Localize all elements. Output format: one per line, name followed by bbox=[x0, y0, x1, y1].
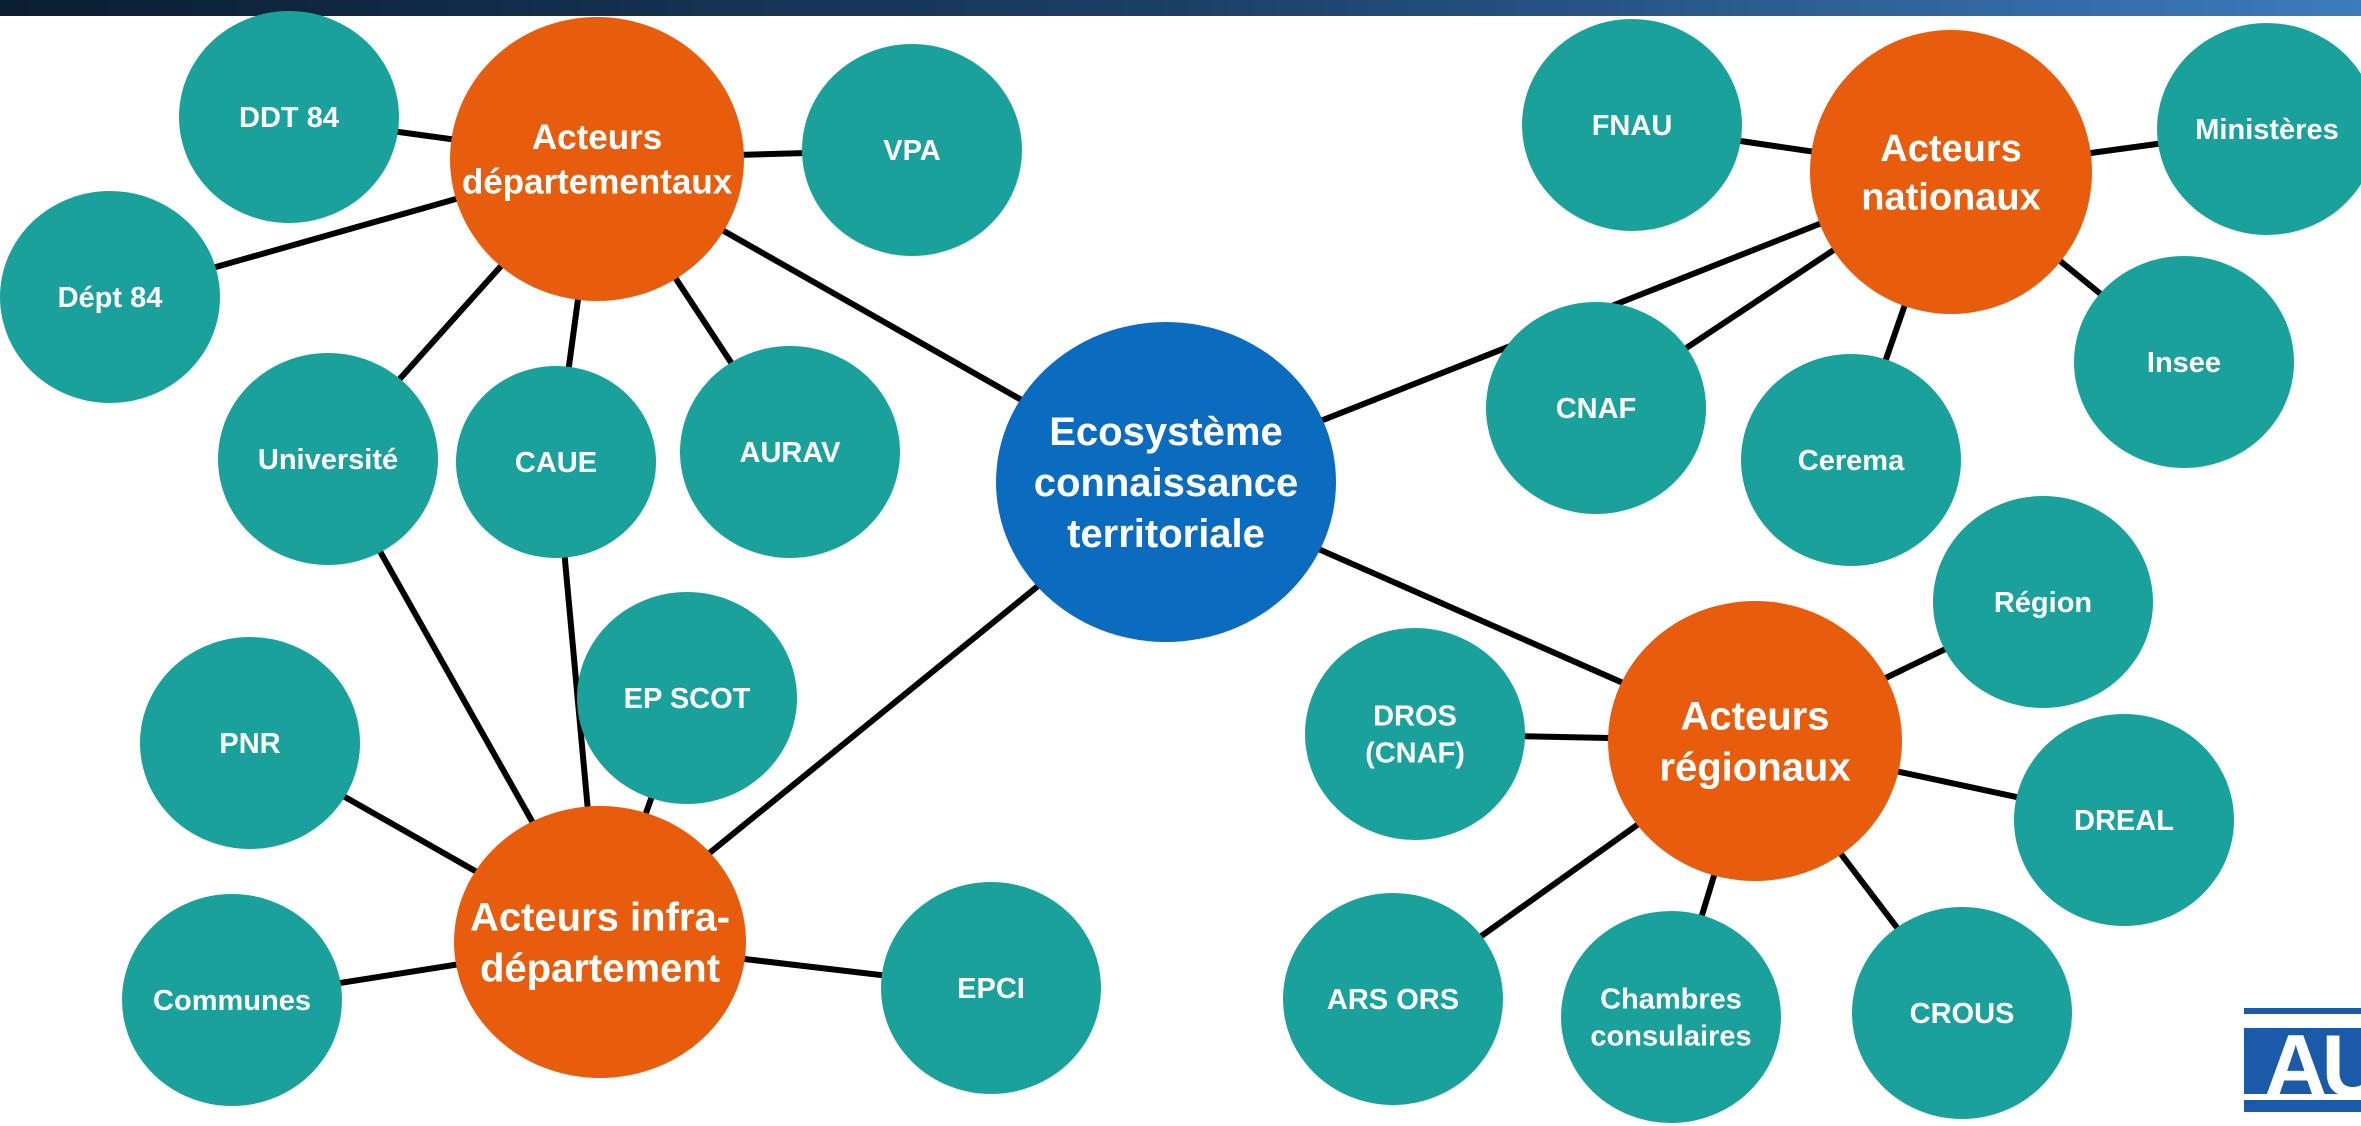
actor-circle-fnau bbox=[1522, 19, 1742, 231]
center-circle-center bbox=[996, 322, 1336, 642]
actor-node-epscot: EP SCOT bbox=[577, 592, 797, 804]
actor-node-communes: Communes bbox=[122, 894, 342, 1106]
group-circle-dep bbox=[450, 17, 744, 301]
actor-node-dros: DROS (CNAF) bbox=[1305, 628, 1525, 840]
actor-label-epci: EPCI bbox=[957, 973, 1025, 1005]
actor-circle-arsors bbox=[1283, 893, 1503, 1105]
actor-circle-dreal bbox=[2014, 714, 2234, 926]
group-circle-nat bbox=[1810, 30, 2092, 314]
actor-label-dreal: DREAL bbox=[2074, 805, 2174, 837]
group-label-reg-1: Acteurs bbox=[1681, 694, 1830, 738]
actor-circle-minist bbox=[2157, 23, 2361, 235]
group-label-nat-1: Acteurs bbox=[1880, 128, 2022, 170]
group-label-reg-2: régionaux bbox=[1659, 746, 1850, 790]
actor-circle-chambres bbox=[1561, 911, 1781, 1123]
actor-node-epci: EPCI bbox=[881, 882, 1101, 1094]
group-circle-infra bbox=[454, 806, 746, 1078]
agency-logo: AU bbox=[2244, 1008, 2361, 1112]
center-label-center-2: connaissance bbox=[1034, 461, 1299, 505]
actor-circle-region bbox=[1933, 496, 2153, 708]
group-label-nat-2: nationaux bbox=[1861, 177, 2040, 219]
actor-node-chambres: Chambres consulaires bbox=[1561, 911, 1781, 1123]
actor-node-region: Région bbox=[1933, 496, 2153, 708]
actor-circle-epci bbox=[881, 882, 1101, 1094]
actor-circle-dros bbox=[1305, 628, 1525, 840]
actor-label-dros-2: (CNAF) bbox=[1365, 738, 1465, 770]
actor-circle-cnaf bbox=[1486, 302, 1706, 514]
actor-label-cnaf: CNAF bbox=[1556, 393, 1637, 425]
actor-label-cerema: Cerema bbox=[1798, 445, 1905, 477]
actor-label-chambres-1: Chambres bbox=[1600, 984, 1742, 1016]
actor-circle-vpa bbox=[802, 44, 1022, 256]
top-bar bbox=[0, 0, 2361, 16]
actor-node-crous: CROUS bbox=[1852, 907, 2072, 1119]
actor-label-arsors: ARS ORS bbox=[1327, 984, 1459, 1016]
actor-circle-crous bbox=[1852, 907, 2072, 1119]
center-node-center: Ecosystème connaissance territoriale bbox=[996, 322, 1336, 642]
actor-node-dreal: DREAL bbox=[2014, 714, 2234, 926]
actor-circle-univ bbox=[218, 353, 438, 565]
actor-label-crous: CROUS bbox=[1910, 998, 2015, 1030]
actor-label-vpa: VPA bbox=[883, 135, 941, 167]
actor-label-chambres-2: consulaires bbox=[1590, 1021, 1751, 1053]
group-node-infra: Acteurs infra-département bbox=[454, 806, 746, 1078]
actor-node-caue: CAUE bbox=[456, 366, 656, 558]
actor-circle-insee bbox=[2074, 256, 2294, 468]
actor-label-communes: Communes bbox=[153, 985, 311, 1017]
actor-label-fnau: FNAU bbox=[1592, 110, 1673, 142]
actor-node-dept84: Dépt 84 bbox=[0, 191, 220, 403]
center-label-center-3: territoriale bbox=[1067, 512, 1265, 556]
actor-label-pnr: PNR bbox=[219, 728, 280, 760]
actor-label-caue: CAUE bbox=[515, 447, 597, 479]
actor-node-pnr: PNR bbox=[140, 637, 360, 849]
group-label-infra-2: département bbox=[480, 947, 720, 991]
actor-label-ddt84: DDT 84 bbox=[239, 102, 339, 134]
actor-circle-caue bbox=[456, 366, 656, 558]
actor-node-fnau: FNAU bbox=[1522, 19, 1742, 231]
actor-label-aurav: AURAV bbox=[740, 437, 842, 469]
actor-node-aurav: AURAV bbox=[680, 346, 900, 558]
center-label-center-1: Ecosystème bbox=[1049, 410, 1282, 454]
actor-node-univ: Université bbox=[218, 353, 438, 565]
logo-band bbox=[2244, 1014, 2361, 1028]
actor-circle-pnr bbox=[140, 637, 360, 849]
nodes-layer: EcosystèmeconnaissanceterritorialeActeur… bbox=[0, 11, 2361, 1123]
actor-label-dros-1: DROS bbox=[1373, 701, 1457, 733]
actor-node-ddt84: DDT 84 bbox=[179, 11, 399, 223]
actor-label-minist: Ministères bbox=[2195, 114, 2338, 146]
actor-label-univ: Université bbox=[258, 444, 398, 476]
actor-circle-cerema bbox=[1741, 354, 1961, 566]
group-node-reg: Acteurs régionaux bbox=[1608, 601, 1902, 881]
actor-circle-epscot bbox=[577, 592, 797, 804]
actor-circle-dept84 bbox=[0, 191, 220, 403]
actor-circle-ddt84 bbox=[179, 11, 399, 223]
group-label-dep-1: Acteurs bbox=[532, 118, 662, 157]
actor-circle-communes bbox=[122, 894, 342, 1106]
group-label-infra-1: Acteurs infra- bbox=[470, 895, 730, 939]
logo-band-bottom bbox=[2244, 1094, 2361, 1100]
actor-circle-aurav bbox=[680, 346, 900, 558]
group-node-nat: Acteurs nationaux bbox=[1810, 30, 2092, 314]
group-circle-reg bbox=[1608, 601, 1902, 881]
actor-label-region: Région bbox=[1994, 587, 2092, 619]
actor-node-insee: Insee bbox=[2074, 256, 2294, 468]
actor-node-vpa: VPA bbox=[802, 44, 1022, 256]
actor-label-insee: Insee bbox=[2147, 347, 2221, 379]
group-node-dep: Acteurs départementaux bbox=[450, 17, 744, 301]
actor-label-epscot: EP SCOT bbox=[624, 683, 751, 715]
actor-node-cnaf: CNAF bbox=[1486, 302, 1706, 514]
actor-label-dept84: Dépt 84 bbox=[58, 282, 163, 314]
actor-node-minist: Ministères bbox=[2157, 23, 2361, 235]
group-label-dep-2: départementaux bbox=[462, 163, 733, 202]
actor-node-cerema: Cerema bbox=[1741, 354, 1961, 566]
actor-node-arsors: ARS ORS bbox=[1283, 893, 1503, 1105]
